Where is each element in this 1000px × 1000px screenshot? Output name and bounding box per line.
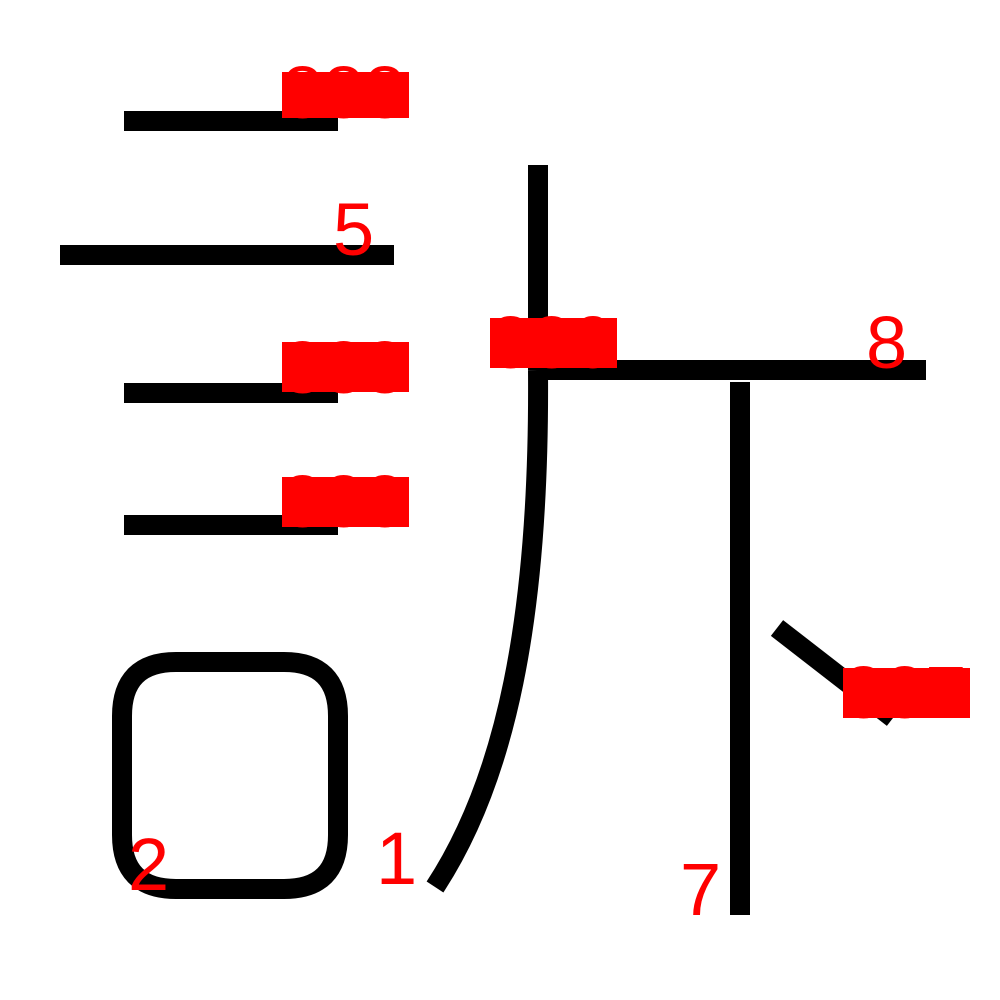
- svg-text:887: 887: [843, 651, 966, 734]
- label-stroke-5: 5: [333, 188, 374, 271]
- svg-text:888: 888: [282, 51, 405, 134]
- stroke-left-curve: [426, 369, 549, 893]
- number-cluster-lower-left: 888: [282, 460, 409, 543]
- number-cluster-middle-left: 888: [282, 326, 409, 409]
- svg-text:888: 888: [282, 460, 405, 543]
- stroke-labels: 5 8 2 1 7: [128, 188, 907, 931]
- label-stroke-1: 1: [376, 817, 417, 900]
- stroke-mouth-box: [112, 652, 348, 899]
- svg-text:880: 880: [490, 301, 613, 384]
- svg-text:888: 888: [282, 326, 405, 409]
- number-cluster-center: 880: [490, 301, 617, 384]
- overlapping-number-clusters: 888 888 888 880 887: [282, 51, 970, 734]
- label-stroke-2: 2: [128, 823, 169, 906]
- number-cluster-right: 887: [843, 651, 970, 734]
- strokes: [60, 111, 926, 915]
- label-stroke-8: 8: [866, 301, 907, 384]
- label-stroke-7: 7: [680, 848, 721, 931]
- number-cluster-top: 888: [282, 51, 409, 134]
